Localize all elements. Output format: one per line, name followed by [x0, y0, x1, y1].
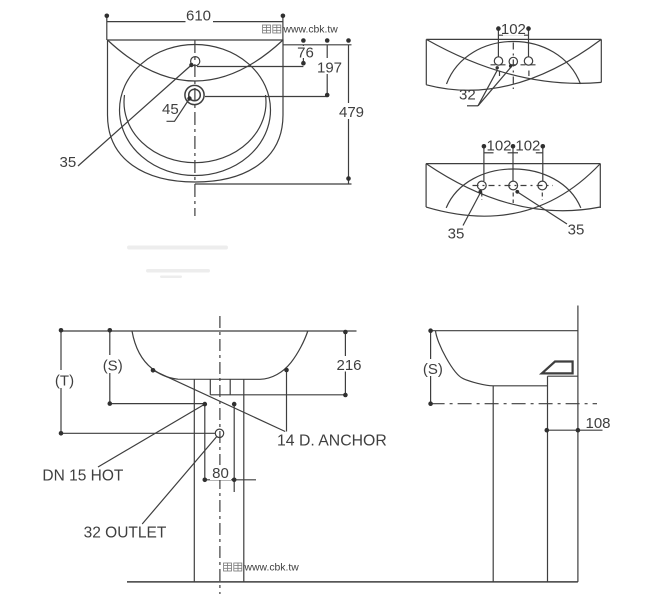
- svg-text:35: 35: [568, 222, 585, 239]
- svg-text:102: 102: [486, 138, 511, 155]
- svg-text:80: 80: [212, 465, 229, 482]
- svg-text:610: 610: [186, 8, 211, 25]
- svg-text:(T): (T): [55, 373, 74, 390]
- svg-text:32: 32: [459, 87, 476, 104]
- svg-text:76: 76: [297, 45, 314, 62]
- svg-text:DN 15 HOT: DN 15 HOT: [42, 468, 123, 485]
- svg-text:216: 216: [336, 357, 361, 374]
- svg-text:(S): (S): [423, 361, 443, 378]
- svg-text:(S): (S): [103, 358, 123, 375]
- svg-text:197: 197: [317, 60, 342, 77]
- svg-text:45: 45: [162, 101, 179, 118]
- svg-text:35: 35: [60, 154, 77, 171]
- svg-text:479: 479: [339, 104, 364, 121]
- svg-text:www.cbk.tw: www.cbk.tw: [244, 563, 300, 574]
- svg-text:102: 102: [515, 138, 540, 155]
- svg-text:102: 102: [501, 21, 526, 38]
- svg-text:www.cbk.tw: www.cbk.tw: [283, 25, 339, 36]
- svg-text:35: 35: [448, 226, 465, 243]
- svg-text:108: 108: [585, 415, 610, 432]
- svg-text:14 D. ANCHOR: 14 D. ANCHOR: [277, 433, 387, 450]
- svg-text:32 OUTLET: 32 OUTLET: [84, 525, 167, 542]
